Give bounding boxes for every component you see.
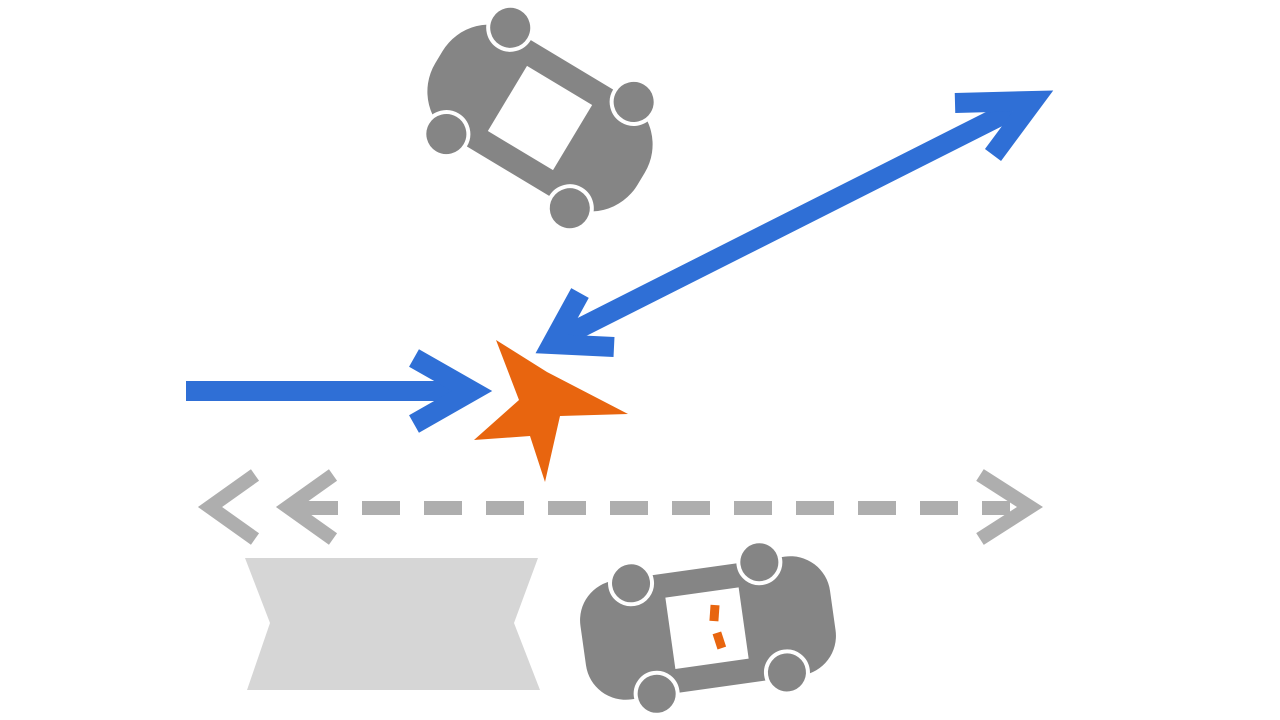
indicator-light-icon <box>709 604 720 622</box>
indicator-light-icon <box>712 631 727 650</box>
horizontal-approach-arrow <box>186 349 493 433</box>
top-car-icon <box>422 3 658 233</box>
road-barrier-icon <box>245 558 540 690</box>
collision-star-icon <box>474 340 628 482</box>
diagonal-approach-arrow <box>535 90 1054 357</box>
dashed-direction-arrow <box>197 469 1043 545</box>
bottom-car-icon <box>580 539 836 717</box>
